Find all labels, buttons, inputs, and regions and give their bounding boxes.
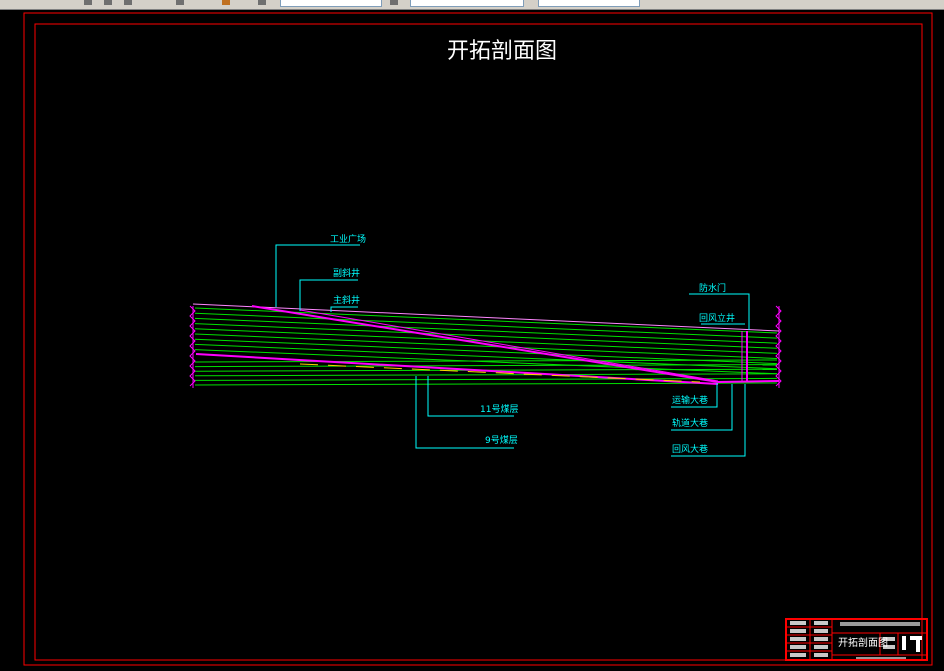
label-fuxiejing: 副斜井: [333, 267, 360, 279]
right-boundary: [775, 305, 782, 388]
label-seam-11: 11号煤层: [480, 403, 518, 415]
toolbar-button-icon[interactable]: [124, 0, 132, 5]
label-zhuxiejing: 主斜井: [333, 294, 360, 306]
label-huifeng-lijing: 回风立井: [699, 312, 735, 324]
stratum-line: [194, 364, 778, 368]
label-fangshuimen: 防水门: [699, 282, 726, 294]
stratum-line: [194, 382, 778, 386]
toolbar-button-icon[interactable]: [104, 0, 112, 5]
toolbar-button-icon[interactable]: [222, 0, 230, 5]
style-dropdown[interactable]: [410, 0, 524, 7]
label-gongye-guangchang: 工业广场: [330, 233, 366, 245]
stratum-line: [194, 359, 778, 363]
label-huifeng-daxiang: 回风大巷: [672, 443, 708, 455]
cad-drawing-canvas[interactable]: 开拓剖面图 工业广场 副斜井 主斜井 防水: [0, 10, 944, 671]
title-block-logo: [902, 636, 922, 652]
layer-dropdown[interactable]: [280, 0, 382, 7]
outer-frame: [23, 12, 933, 666]
left-boundary: [189, 305, 196, 388]
toolbar-button-icon[interactable]: [84, 0, 92, 5]
label-guidao-daxiang: 轨道大巷: [672, 417, 708, 429]
toolbar-button-icon[interactable]: [258, 0, 266, 5]
stratum-line: [194, 333, 778, 359]
stratum-line: [194, 312, 778, 339]
label-seam-9: 9号煤层: [485, 434, 518, 446]
property-dropdown[interactable]: [538, 0, 640, 7]
cad-toolbar: [0, 0, 944, 10]
stratum-line: [194, 317, 778, 344]
stratum-line: [194, 338, 778, 365]
drawing-title: 开拓剖面图: [447, 39, 557, 64]
ground-surface: [192, 303, 780, 332]
toolbar-button-icon[interactable]: [390, 0, 398, 5]
title-block-fill: [790, 621, 920, 659]
leader-lines: [275, 244, 750, 457]
title-block-name: 开拓剖面图: [838, 636, 888, 649]
stratum-line: [194, 373, 778, 377]
inclined-shafts: [195, 305, 780, 385]
toolbar-button-icon[interactable]: [176, 0, 184, 5]
coal-strata: [194, 307, 778, 386]
stratum-line: [194, 323, 778, 349]
coal-seam-highlight: [299, 363, 701, 383]
stratum-line: [194, 377, 778, 381]
inner-frame: [34, 23, 923, 661]
title-block: [785, 618, 928, 661]
label-yunshu-daxiang: 运输大巷: [672, 394, 708, 406]
